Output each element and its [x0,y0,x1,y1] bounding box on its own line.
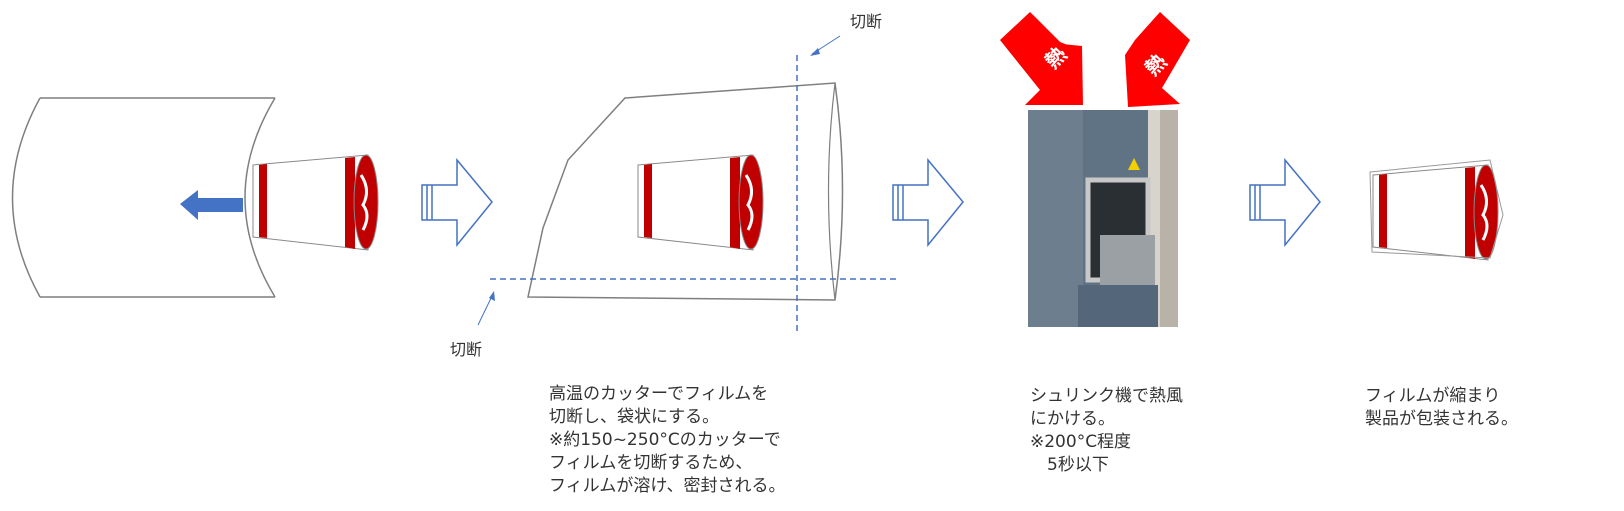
cup-packaged [1371,163,1500,262]
cup-2 [636,153,765,252]
shrink-machine-photo [1028,110,1178,327]
caption-line: 切断し、袋状にする。 [549,407,720,427]
caption-line: 5秒以下 [1030,455,1109,475]
caption-step3: シュリンク機で熱風にかける。 ※200°C程度 5秒以下 [1030,362,1183,500]
caption-step4: フィルムが縮まり製品が包装される。 [1365,362,1518,454]
caption-line: ※約150~250°Cのカッターで [549,430,781,450]
caption-line: フィルムを切断するため、 [549,453,753,473]
caption-step2: 高温のカッターでフィルムを切断し、袋状にする。 ※約150~250°Cのカッターで… [549,360,785,511]
cup-1 [251,153,380,252]
caption-line: 製品が包装される。 [1365,409,1518,429]
caption-line: フィルムが溶け、密封される。 [549,476,786,496]
cut-label-bottom: 切断 [450,340,483,359]
film-bag [527,82,844,301]
heat-arrow-left [1000,12,1083,105]
caption-line: 高温のカッターでフィルムを [549,384,769,404]
step-arrow-icon [1249,159,1321,246]
caption-line: にかける。 [1030,409,1115,429]
caption-line: ※200°C程度 [1030,432,1132,452]
caption-line: フィルムが縮まり [1365,386,1501,406]
direction-arrow-icon [180,190,243,220]
heat-arrow-right [1125,12,1190,107]
film-tube [11,97,276,298]
caption-line: シュリンク機で熱風 [1030,386,1183,406]
step-arrow-icon [892,159,964,246]
step-arrow-icon [421,159,493,246]
cut-label-top: 切断 [850,12,883,31]
